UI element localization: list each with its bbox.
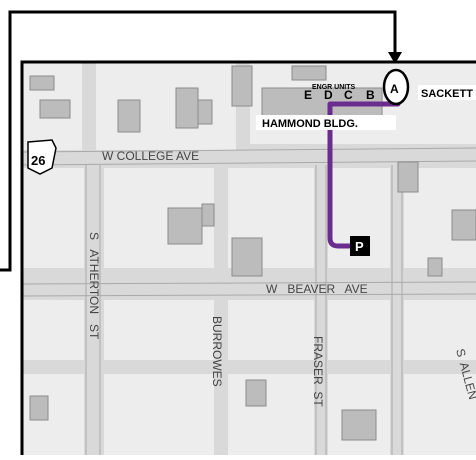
beaver-ave-label: W BEAVER AVE xyxy=(266,282,368,296)
sackett-label: SACKETT xyxy=(421,88,473,100)
fraser-st-label: FRASER ST xyxy=(311,336,325,407)
sackett-label-bg xyxy=(418,85,476,100)
hammond-label-bg xyxy=(256,115,396,130)
destination-marker xyxy=(382,68,410,106)
unit-c-label: C xyxy=(344,88,353,102)
unit-e-label: E xyxy=(304,88,312,102)
unit-b-label: B xyxy=(366,88,375,102)
college-ave-label: W COLLEGE AVE xyxy=(102,149,199,163)
parking-icon xyxy=(350,236,370,256)
burrowes-label: BURROWES xyxy=(210,316,224,387)
engr-units-label: ENGR UNITS xyxy=(312,84,356,91)
route-path xyxy=(327,79,401,249)
map-border xyxy=(20,60,476,455)
street-edges xyxy=(22,147,476,455)
map-area: HAMMOND BLDG. ENGR UNITS E D C B A SACKE… xyxy=(22,62,476,455)
route-shield-number: 26 xyxy=(31,153,45,168)
hammond-label: HAMMOND BLDG. xyxy=(262,118,358,130)
buildings xyxy=(29,65,476,441)
callout-line xyxy=(0,10,397,272)
callout-arrow-icon xyxy=(388,52,402,64)
unit-d-label: D xyxy=(324,88,333,102)
parking-label: P xyxy=(355,239,364,254)
unit-a-label: A xyxy=(390,82,399,96)
atherton-st-label: S ATHERTON ST xyxy=(87,232,101,340)
route-shield-icon: 26 xyxy=(27,139,57,175)
